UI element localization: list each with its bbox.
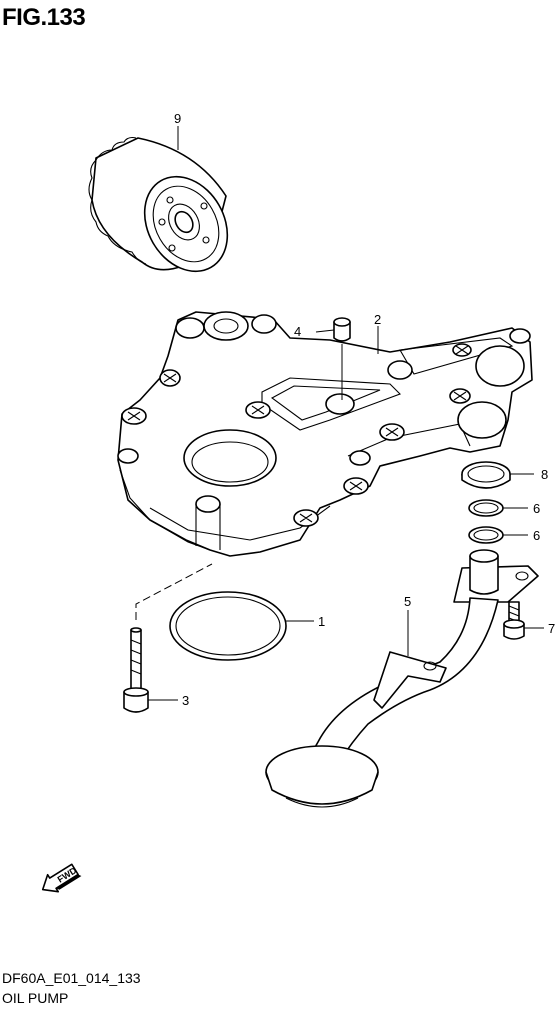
oil-seal-part-8[interactable] (461, 461, 511, 489)
fwd-arrow-icon: FWD (41, 863, 82, 893)
callout-1: 1 (318, 614, 325, 629)
oil-filter-part-9[interactable] (88, 136, 244, 287)
o-ring-part-6-upper[interactable] (468, 499, 504, 517)
callout-7: 7 (548, 621, 555, 636)
callout-3: 3 (182, 693, 189, 708)
bolt-part-7[interactable] (503, 601, 525, 640)
callout-9: 9 (174, 111, 181, 126)
bolt-part-3[interactable] (123, 627, 149, 713)
oil-strainer-part-5[interactable] (265, 549, 539, 808)
callout-2: 2 (374, 312, 381, 327)
oil-pump-body-part-2[interactable] (117, 311, 533, 557)
callout-4: 4 (294, 324, 301, 339)
o-ring-gasket-part-1[interactable] (169, 591, 287, 661)
dowel-pin-part-4[interactable] (333, 317, 351, 400)
leader-lines (135, 126, 544, 701)
figure-code: DF60A_E01_014_133 (2, 970, 141, 986)
callout-6-upper: 6 (533, 501, 540, 516)
figure-name: OIL PUMP (2, 990, 69, 1006)
callout-8: 8 (541, 467, 548, 482)
callout-6-lower: 6 (533, 528, 540, 543)
callout-5: 5 (404, 594, 411, 609)
o-ring-part-6-lower[interactable] (468, 526, 504, 544)
figure-title: FIG.133 (2, 4, 86, 31)
